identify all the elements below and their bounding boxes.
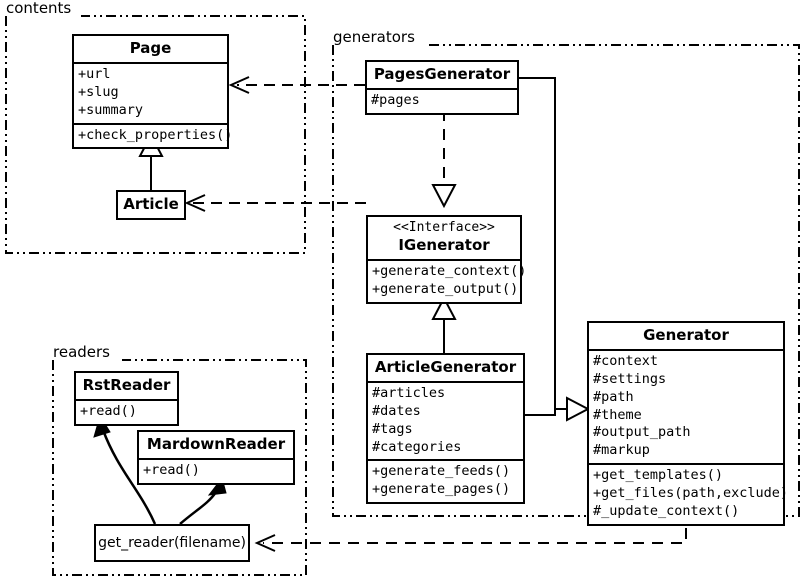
class-name-pagesgenerator: PagesGenerator: [373, 65, 511, 83]
package-frame-generators: [332, 44, 800, 517]
attribute-item: #settings: [593, 371, 667, 387]
attribute-item: +slug: [78, 84, 119, 100]
operation-item: +generate_output(): [372, 280, 519, 297]
class-name-mardownreader: MardownReader: [146, 435, 286, 453]
function-box-get-reader[interactable]: get_reader(filename): [94, 524, 250, 562]
class-box-article[interactable]: Article: [116, 190, 186, 221]
attribute-item: #articles: [372, 385, 446, 402]
operation-item: +read(): [80, 403, 137, 420]
attribute-item: #markup: [593, 442, 650, 459]
class-name-articlegenerator: ArticleGenerator: [374, 358, 517, 376]
operation-item: +get_files(path,exclude): [593, 484, 789, 501]
class-stereotype-igenerator: <<Interface>>: [393, 220, 495, 235]
attribute-item: #pages: [371, 92, 420, 109]
attribute-item: #dates: [372, 403, 421, 419]
connector-generators-to-generator: [519, 77, 570, 416]
attribute-item: #context: [593, 353, 659, 370]
class-name-igenerator: <<Interface>> IGenerator: [368, 217, 520, 259]
class-box-rstreader[interactable]: RstReader +read(): [74, 371, 179, 426]
class-operations-page: +check_properties(): [74, 122, 233, 148]
function-label-get-reader: get_reader(filename): [98, 535, 246, 551]
package-frame-contents: [5, 15, 306, 254]
package-label-generators: generators: [333, 28, 415, 46]
package-label-readers: readers: [53, 343, 110, 361]
dependency-arrowhead-getreader: [254, 534, 276, 552]
class-box-pagesgenerator[interactable]: PagesGenerator #pages: [365, 60, 519, 115]
class-box-page[interactable]: Page +url +slug +summary +check_properti…: [72, 34, 233, 150]
class-operations-rstreader: +read(): [76, 399, 177, 424]
attribute-item: +url: [78, 66, 111, 83]
connector-getreader-to-rstreader: [101, 429, 157, 525]
class-box-generator[interactable]: Generator #context #settings #path #them…: [587, 321, 789, 526]
operation-item: +check_properties(): [78, 126, 233, 143]
class-attributes-generator: #context #settings #path #theme #output_…: [589, 349, 783, 463]
class-operations-articlegenerator: +generate_feeds() +generate_pages(): [368, 459, 523, 502]
class-attributes-page: +url +slug +summary: [74, 62, 227, 122]
package-frame-readers: [52, 359, 307, 576]
attribute-item: #path: [593, 388, 634, 405]
operation-item: #_update_context(): [593, 502, 740, 519]
dependency-arrowhead-article: [184, 194, 206, 212]
class-name-page: Page: [129, 39, 172, 57]
class-box-articlegenerator[interactable]: ArticleGenerator #articles #dates #tags …: [366, 353, 525, 505]
attribute-item: #output_path: [593, 424, 691, 441]
generalization-arrowhead-igenerator-bottom: [431, 295, 457, 320]
class-name-article: Article: [123, 195, 179, 213]
class-box-mardownreader[interactable]: MardownReader +read(): [137, 430, 295, 485]
class-name-rstreader: RstReader: [82, 376, 171, 394]
generalization-arrowhead-generator: [566, 396, 591, 422]
attribute-item: +summary: [78, 101, 144, 118]
class-attributes-pagesgenerator: #pages: [367, 88, 517, 113]
operation-item: +generate_pages(): [372, 481, 511, 498]
attribute-item: #theme: [593, 406, 642, 423]
class-operations-generator: +get_templates() +get_files(path,exclude…: [589, 463, 789, 523]
class-operations-mardownreader: +read(): [139, 458, 293, 483]
operation-item: +read(): [143, 462, 200, 479]
class-operations-igenerator: +generate_context() +generate_output(): [368, 259, 527, 302]
class-box-igenerator[interactable]: <<Interface>> IGenerator +generate_conte…: [366, 215, 527, 304]
realization-arrowhead-igenerator: [431, 184, 457, 209]
package-label-contents: contents: [6, 0, 72, 17]
connector-getreader-to-mardownreader: [179, 491, 218, 525]
operation-item: +generate_feeds(): [372, 463, 511, 480]
class-name-text-igenerator: IGenerator: [398, 235, 490, 254]
class-name-generator: Generator: [643, 326, 729, 344]
operation-item: +generate_context(): [372, 263, 527, 280]
dependency-arrowhead-page: [228, 76, 250, 94]
attribute-item: #tags: [372, 420, 413, 437]
operation-item: +get_templates(): [593, 467, 724, 484]
class-attributes-articlegenerator: #articles #dates #tags #categories: [368, 381, 523, 459]
attribute-item: #categories: [372, 438, 462, 455]
